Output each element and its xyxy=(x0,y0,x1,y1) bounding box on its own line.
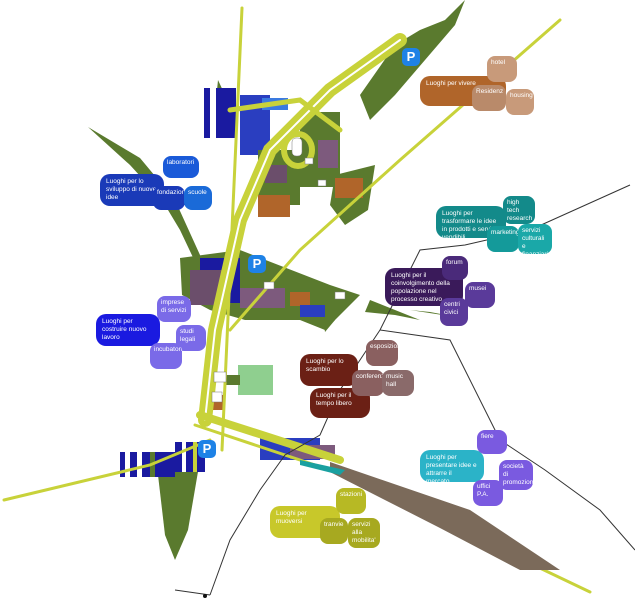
rail-band xyxy=(330,462,560,570)
group-scambio-item[interactable]: esposizioni xyxy=(366,340,398,366)
group-costruire-item[interactable]: imprese di servizi xyxy=(157,296,191,322)
group-presentare-item[interactable]: uffici P.A. xyxy=(473,480,503,506)
group-muoversi-item[interactable]: servizi alla mobilita' xyxy=(348,518,380,548)
group-sviluppo-item[interactable]: scuole xyxy=(184,186,212,210)
network-node xyxy=(203,594,207,598)
group-scambio-title[interactable]: Luoghi per lo scambio xyxy=(300,354,358,386)
group-trasformare-item[interactable]: high tech research xyxy=(503,196,535,224)
group-presentare-item[interactable]: società di promozione xyxy=(499,460,533,490)
teal-strip xyxy=(300,460,345,475)
group-vivere-item[interactable]: housing xyxy=(506,89,534,115)
group-coinvolgimento-item[interactable]: musei xyxy=(465,282,495,308)
group-scambio-item[interactable]: music hall xyxy=(382,370,414,396)
parking-icon[interactable]: P xyxy=(198,440,216,458)
buildings xyxy=(211,137,346,403)
group-trasformare-item[interactable]: marketing xyxy=(487,226,519,252)
parking-icon[interactable]: P xyxy=(248,255,266,273)
group-sviluppo-item[interactable]: laboratori xyxy=(163,156,199,178)
group-costruire-title[interactable]: Luoghi per costruire nuovo lavoro xyxy=(96,314,160,346)
group-vivere-item[interactable]: hotel xyxy=(487,56,517,82)
group-coinvolgimento-item[interactable]: forum xyxy=(442,256,468,280)
parking-icon[interactable]: P xyxy=(402,48,420,66)
group-muoversi-item[interactable]: stazioni xyxy=(336,488,366,514)
group-presentare-item[interactable]: fiere xyxy=(477,430,507,454)
group-scambio-item[interactable]: conferenze xyxy=(352,370,384,396)
group-sviluppo-item[interactable]: fondazioni xyxy=(153,186,185,210)
group-coinvolgimento-item[interactable]: centri civici xyxy=(440,298,468,326)
group-costruire-item[interactable]: incubatori xyxy=(150,343,182,369)
group-vivere-item[interactable]: Residenz xyxy=(472,85,506,111)
group-muoversi-item[interactable]: tranvie xyxy=(320,518,348,544)
group-trasformare-item[interactable]: servizi culturali e finanziari xyxy=(518,224,552,254)
group-presentare-title[interactable]: Luoghi per presentare idee e attrarre il… xyxy=(420,450,484,482)
